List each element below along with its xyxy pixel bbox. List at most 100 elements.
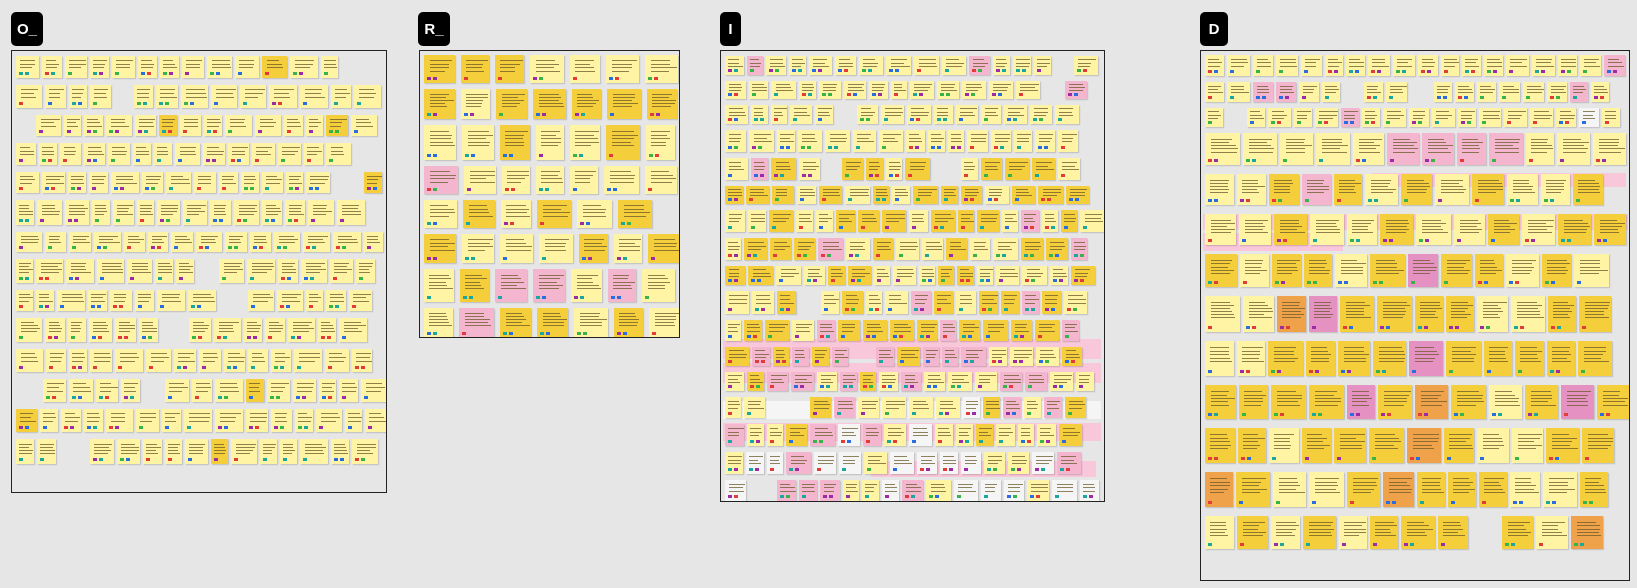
sticky-note[interactable] [892, 186, 910, 204]
sticky-note[interactable] [863, 320, 887, 341]
sticky-note[interactable] [157, 290, 185, 311]
sticky-note[interactable] [844, 81, 866, 99]
sticky-note[interactable] [171, 232, 193, 252]
sticky-note[interactable] [1005, 158, 1029, 180]
sticky-note[interactable] [90, 439, 114, 464]
sticky-note[interactable] [262, 172, 283, 193]
sticky-note[interactable] [934, 291, 953, 314]
sticky-note[interactable] [948, 130, 964, 152]
sticky-note[interactable] [155, 259, 173, 283]
sticky-note[interactable] [1055, 105, 1079, 124]
sticky-note[interactable] [879, 372, 898, 391]
sticky-note[interactable] [935, 424, 953, 446]
sticky-note[interactable] [57, 290, 85, 311]
sticky-note[interactable] [1309, 472, 1344, 507]
sticky-note[interactable] [117, 439, 140, 464]
sticky-note[interactable] [725, 320, 741, 341]
sticky-note[interactable] [1064, 291, 1087, 314]
sticky-note[interactable] [1002, 210, 1018, 232]
sticky-note[interactable] [1417, 472, 1445, 507]
sticky-note[interactable] [460, 269, 489, 302]
sticky-note[interactable] [1050, 266, 1068, 285]
sticky-note[interactable] [956, 424, 973, 446]
sticky-note[interactable] [773, 347, 789, 366]
sticky-note[interactable] [790, 105, 812, 124]
sticky-note[interactable] [983, 320, 1008, 341]
sticky-note[interactable] [579, 234, 608, 263]
sticky-note[interactable] [1383, 472, 1414, 507]
sticky-note[interactable] [1594, 214, 1626, 245]
sticky-note[interactable] [148, 232, 168, 252]
sticky-note[interactable] [354, 85, 381, 108]
sticky-note[interactable] [1035, 320, 1059, 341]
sticky-note[interactable] [333, 232, 361, 252]
sticky-note[interactable] [879, 130, 903, 152]
sticky-note[interactable] [424, 55, 455, 83]
sticky-note[interactable] [278, 259, 298, 283]
sticky-note[interactable] [43, 379, 66, 402]
sticky-note[interactable] [1236, 472, 1270, 507]
sticky-note[interactable] [1032, 158, 1055, 180]
sticky-note[interactable] [143, 439, 162, 464]
sticky-note[interactable] [975, 372, 997, 391]
sticky-note[interactable] [1393, 55, 1415, 76]
sticky-note[interactable] [1273, 472, 1306, 507]
sticky-note[interactable] [934, 105, 953, 124]
sticky-note[interactable] [1556, 108, 1576, 127]
sticky-note[interactable] [459, 308, 494, 337]
sticky-note[interactable] [1303, 516, 1336, 549]
sticky-note[interactable] [917, 452, 937, 474]
sticky-note[interactable] [36, 259, 63, 283]
sticky-note[interactable] [725, 158, 748, 180]
sticky-note[interactable] [262, 56, 287, 78]
sticky-note[interactable] [500, 234, 533, 263]
sticky-note[interactable] [301, 259, 327, 283]
sticky-note[interactable] [725, 81, 746, 99]
sticky-note[interactable] [1306, 341, 1335, 376]
sticky-note[interactable] [796, 210, 813, 232]
sticky-note[interactable] [1547, 341, 1575, 376]
sticky-note[interactable] [752, 347, 770, 366]
sticky-note[interactable] [461, 55, 489, 83]
sticky-note[interactable] [318, 318, 336, 342]
sticky-note[interactable] [1001, 291, 1019, 314]
sticky-note[interactable] [886, 158, 902, 180]
sticky-note[interactable] [69, 85, 87, 108]
sticky-note[interactable] [36, 290, 54, 311]
sticky-note[interactable] [1558, 214, 1591, 245]
sticky-note[interactable] [192, 379, 212, 402]
sticky-note[interactable] [1205, 341, 1234, 376]
sticky-note[interactable] [570, 55, 600, 83]
sticky-note[interactable] [194, 172, 216, 193]
sticky-note[interactable] [271, 349, 291, 372]
sticky-note[interactable] [224, 349, 245, 372]
sticky-note[interactable] [160, 56, 179, 78]
sticky-note[interactable] [180, 115, 201, 136]
sticky-note[interactable] [769, 210, 793, 232]
sticky-note[interactable] [1484, 55, 1503, 76]
sticky-note[interactable] [286, 172, 303, 193]
sticky-note[interactable] [1448, 472, 1476, 507]
sticky-note[interactable] [536, 166, 564, 194]
sticky-note[interactable] [37, 439, 56, 464]
sticky-note[interactable] [981, 158, 1002, 180]
sticky-note[interactable] [1021, 210, 1039, 232]
sticky-note[interactable] [572, 89, 601, 119]
sticky-note[interactable] [1237, 341, 1265, 376]
sticky-note[interactable] [90, 85, 111, 108]
sticky-note[interactable] [1580, 472, 1608, 507]
sticky-note[interactable] [326, 143, 351, 165]
sticky-note[interactable] [842, 158, 863, 180]
sticky-note[interactable] [1237, 516, 1268, 549]
sticky-note[interactable] [962, 81, 986, 99]
sticky-note[interactable] [838, 320, 860, 341]
sticky-note[interactable] [1052, 480, 1077, 501]
sticky-note[interactable] [326, 290, 346, 311]
sticky-note[interactable] [215, 409, 243, 432]
sticky-note[interactable] [1593, 133, 1626, 165]
sticky-note[interactable] [111, 172, 139, 193]
sticky-note[interactable] [1444, 428, 1474, 463]
sticky-note[interactable] [1579, 296, 1611, 332]
sticky-note[interactable] [993, 238, 1018, 260]
sticky-note[interactable] [1035, 130, 1055, 152]
